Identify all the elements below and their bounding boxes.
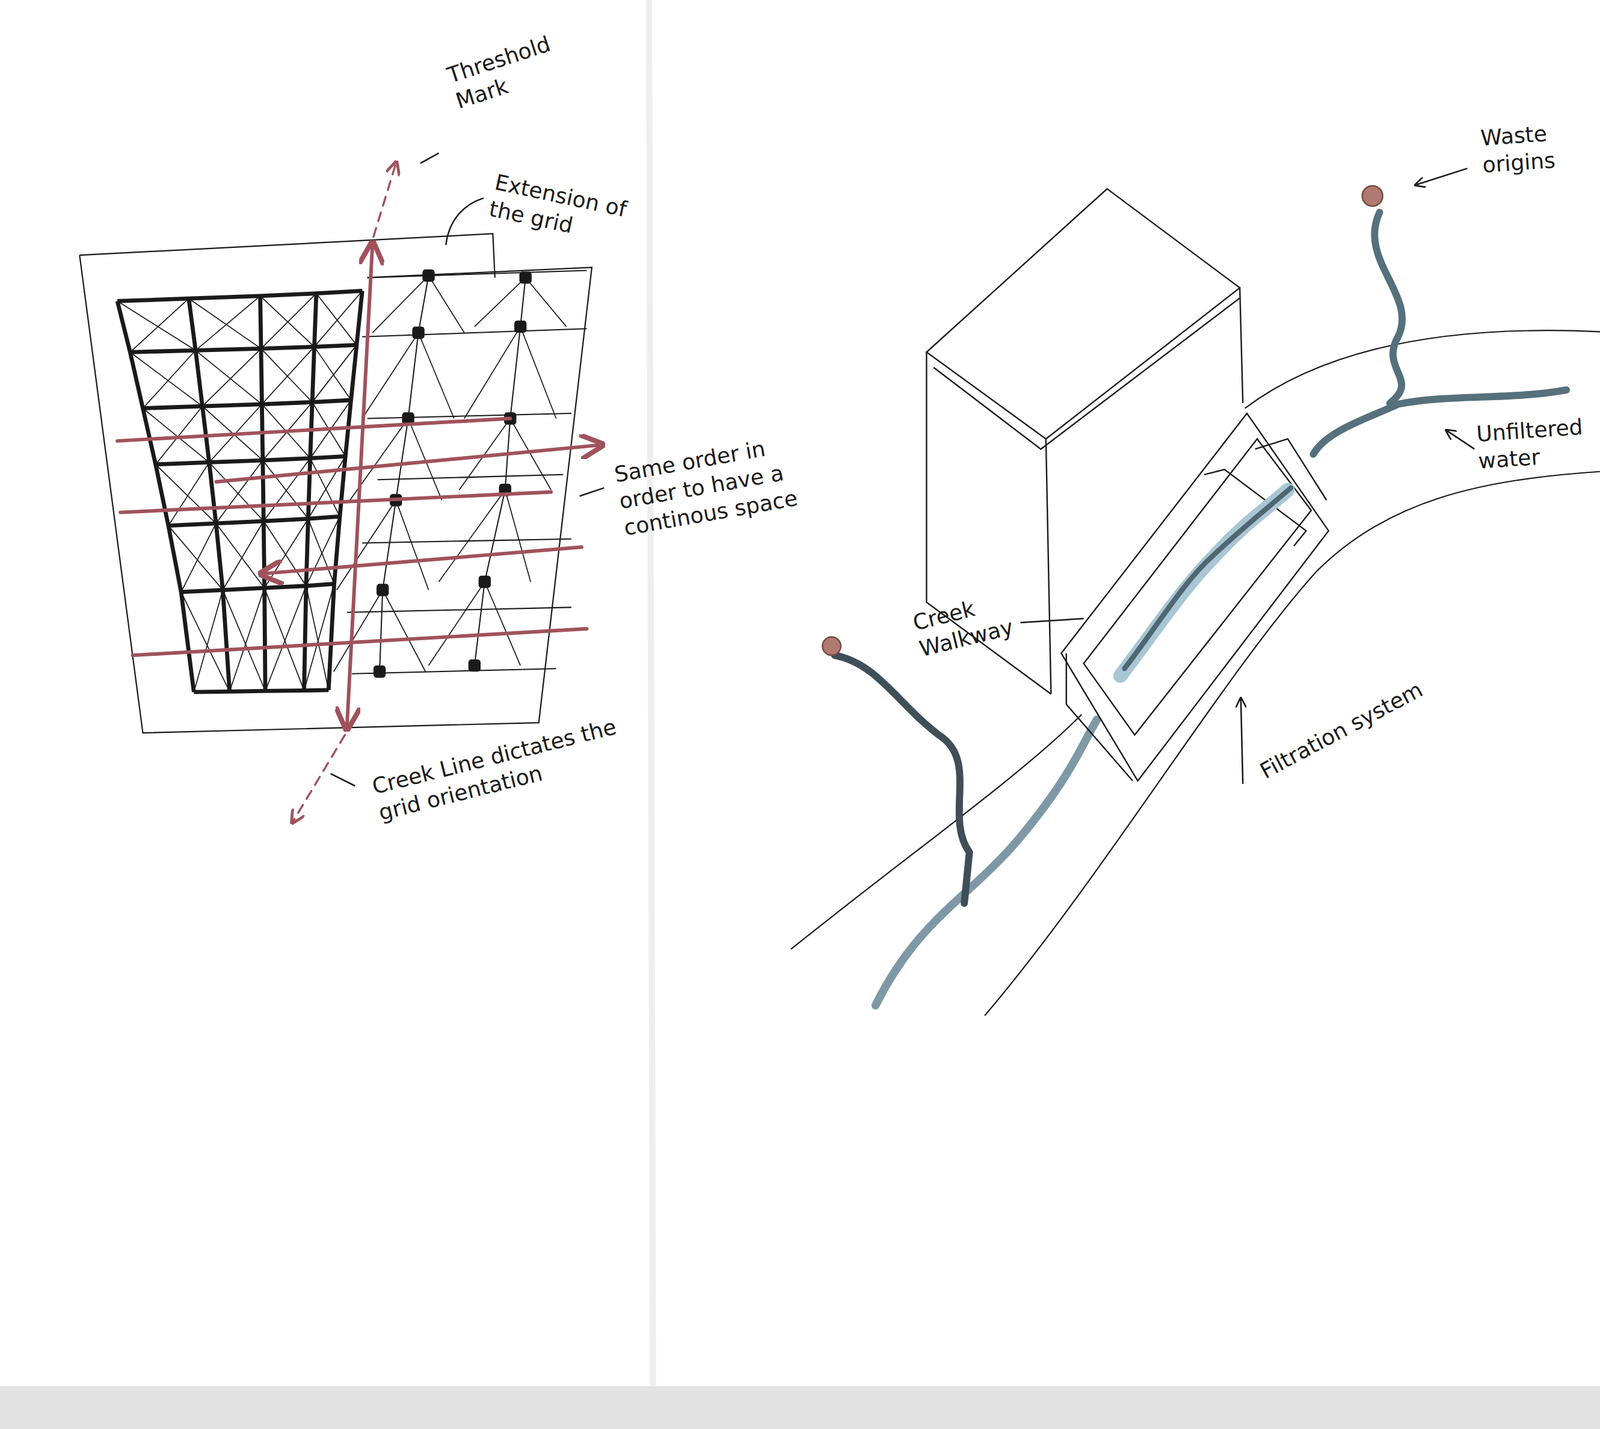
annotation-note: Threshold Mark (443, 19, 597, 115)
column-point (468, 659, 481, 672)
grid-diagonal (264, 518, 309, 588)
grid-line (304, 293, 317, 691)
annotation-note: Extension of the grid (486, 168, 648, 254)
grid-diagonal (336, 499, 429, 590)
grid-diagonal (265, 585, 307, 692)
grid-diagonal (264, 587, 305, 690)
grid-diagonal (229, 587, 265, 692)
grid-line (117, 300, 194, 692)
grid-diagonal (143, 350, 197, 408)
grid-diagonal (306, 585, 329, 690)
grid-diagonal (155, 464, 216, 524)
grid-diagonal (262, 460, 308, 519)
extended-grid (333, 269, 588, 678)
grid-line (193, 689, 329, 692)
grid-line (117, 290, 363, 301)
grid-diagonal (129, 351, 203, 407)
annotation-note: Unfiltered water (1475, 412, 1596, 474)
filtration-base (1061, 413, 1329, 781)
grid-line (367, 270, 588, 278)
grid-line (379, 275, 429, 672)
grid-line (347, 606, 572, 612)
grid-diagonal (168, 461, 210, 526)
paper-edge (0, 1385, 1600, 1429)
grid-diagonal (209, 461, 264, 521)
grid-diagonal (188, 298, 262, 349)
grid-diagonal (362, 332, 455, 419)
grid-diagonal (333, 590, 426, 672)
filtration-channel (1120, 489, 1288, 676)
column-point (514, 320, 527, 333)
page-fold (649, 0, 654, 1386)
column-point (422, 269, 435, 282)
leader-line (1020, 168, 1475, 784)
column-point (376, 583, 389, 596)
annotation-note: Creek Walkway (910, 583, 1031, 663)
axis-lines (117, 163, 600, 822)
grid-diagonal (193, 590, 223, 693)
annotation-note: Filtration system (1255, 675, 1428, 784)
grid-line (129, 344, 357, 352)
grid-diagonal (474, 277, 567, 327)
grid-diagonal (261, 348, 313, 402)
grid-diagonal (117, 300, 196, 351)
grid-line (474, 277, 526, 666)
grid-diagonal (314, 290, 363, 347)
grid-diagonal (222, 520, 264, 591)
column-point (478, 575, 491, 588)
grid-diagonal (261, 293, 317, 349)
grid-line (362, 328, 587, 337)
waste-origin-dot (822, 636, 841, 656)
annotation-note: Creek Line dictates the grid orientation (369, 711, 630, 826)
grid-diagonal (464, 326, 557, 419)
grid-diagonal (304, 583, 335, 690)
grid-diagonal (195, 350, 262, 404)
leader-line (330, 152, 605, 786)
waste-origin-dot (1362, 185, 1383, 207)
grid-diagonal (261, 346, 314, 404)
grid-diagonal (181, 591, 230, 692)
creek-bank (790, 330, 1600, 1016)
grid-line (143, 400, 352, 409)
grid-diagonal (181, 523, 216, 592)
column-point (373, 665, 386, 678)
grid-diagonal (307, 455, 346, 519)
water-flow (834, 212, 1567, 1006)
grid-line (188, 298, 230, 692)
grid-diagonal (263, 520, 307, 586)
sheet-outline (79, 233, 592, 733)
grid-line (181, 583, 334, 592)
structural-grid (117, 290, 363, 692)
annotation-note: Same order in order to have a continous … (612, 428, 813, 541)
column-point (519, 271, 532, 284)
column-point (412, 326, 425, 339)
grid-diagonal (438, 489, 531, 582)
grid-diagonal (168, 525, 223, 591)
grid-diagonal (372, 275, 465, 333)
grid-diagonal (215, 460, 263, 524)
grid-line (367, 413, 572, 419)
grid-diagonal (129, 298, 189, 352)
grid-diagonal (263, 458, 310, 521)
filtered-water (1124, 487, 1291, 669)
grid-diagonal (306, 516, 340, 586)
grid-line (260, 295, 266, 692)
annotation-note: Waste origins (1479, 116, 1596, 179)
grid-diagonal (312, 344, 357, 402)
grid-diagonal (195, 295, 260, 351)
grid-line (377, 474, 564, 480)
grid-line (168, 516, 340, 526)
grid-line (155, 455, 346, 465)
grid-diagonal (202, 348, 262, 407)
grid-diagonal (215, 523, 265, 588)
grid-diagonal (428, 581, 521, 666)
